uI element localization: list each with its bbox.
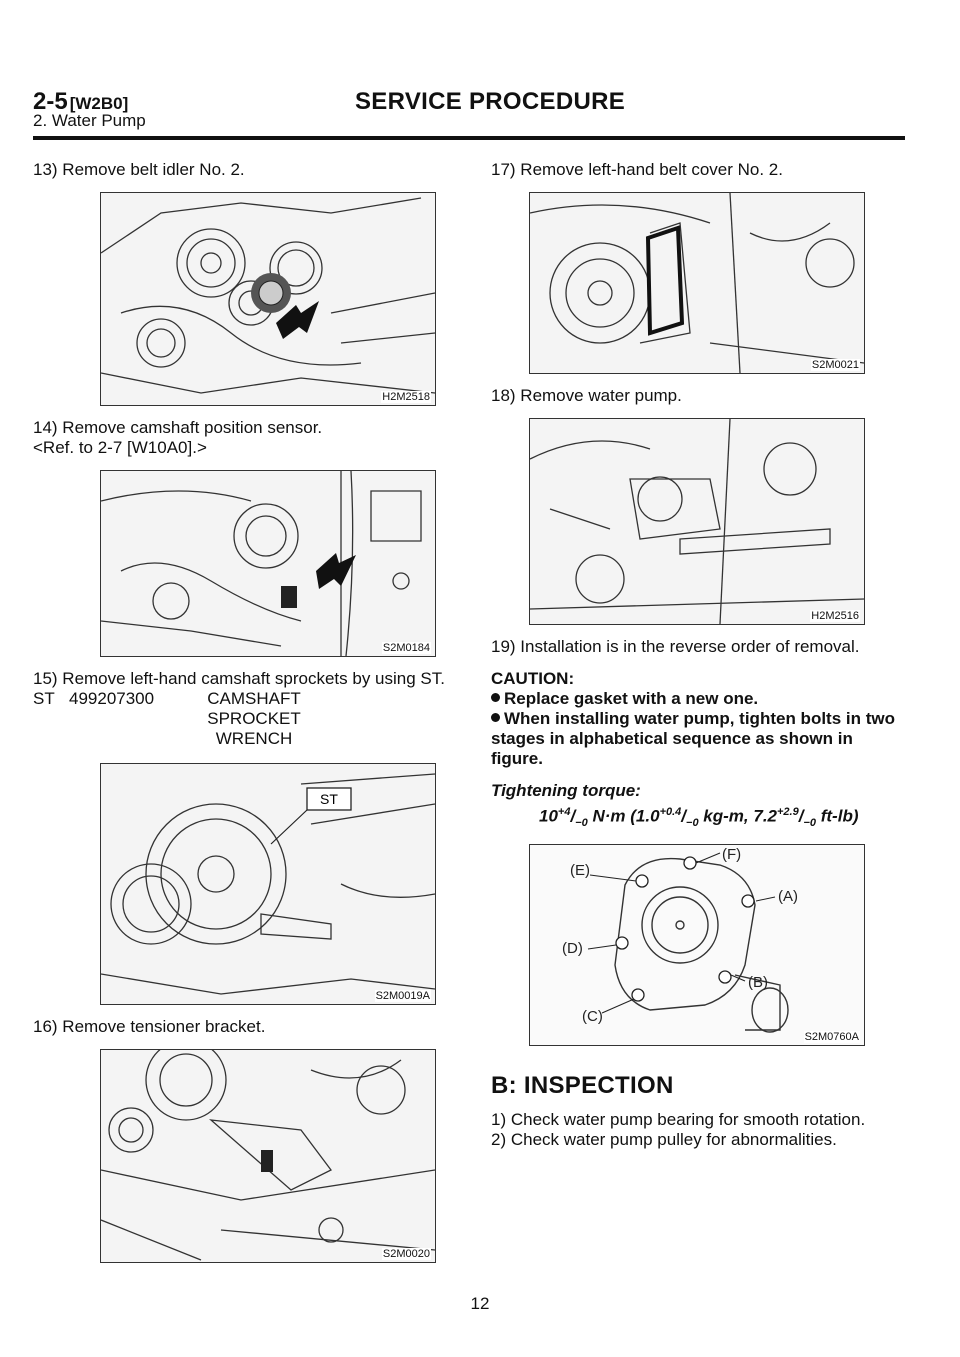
arrow-indicator [316, 553, 356, 589]
page-subtitle: 2. Water Pump [33, 111, 146, 130]
page-header: 2-5[W2B0] SERVICE PROCEDURE 2. Water Pum… [33, 88, 905, 140]
engine-illustration [101, 197, 435, 394]
figure-water-pump: H2M2516 [529, 418, 865, 625]
arrow-indicator [276, 301, 319, 339]
special-tool-row: ST 499207300 CAMSHAFT SPROCKET WRENCH [33, 689, 463, 749]
bolt-label-a: (A) [778, 888, 798, 905]
caution-item-1: Replace gasket with a new one. [491, 689, 907, 709]
st-label: ST [320, 791, 338, 807]
tool-number: 499207300 [69, 689, 155, 708]
engine-illustration: ST [101, 773, 435, 995]
figure-id: H2M2518 [381, 391, 431, 403]
figure-id: S2M0760A [803, 1031, 860, 1044]
engine-illustration [530, 419, 864, 624]
figure-camshaft-sensor: S2M0184 [100, 470, 436, 657]
step-18: 18) Remove water pump. [491, 386, 682, 405]
step-14-ref: <Ref. to 2-7 [W10A0].> [33, 438, 207, 457]
figure-id: S2M0020 [381, 1248, 431, 1260]
step-16: 16) Remove tensioner bracket. [33, 1017, 266, 1036]
page-number: 12 [470, 1294, 490, 1313]
step-14: 14) Remove camshaft position sensor. [33, 418, 323, 437]
bolt-label-b: (B) [748, 974, 768, 991]
figure-id: S2M0021 [810, 359, 860, 371]
engine-illustration [101, 1050, 435, 1261]
step-17: 17) Remove left-hand belt cover No. 2. [491, 160, 783, 179]
bolt-label-e: (E) [570, 862, 590, 879]
engine-illustration [101, 471, 422, 656]
step-13: 13) Remove belt idler No. 2. [33, 160, 245, 179]
figure-id: S2M0184 [381, 642, 431, 654]
torque-heading: Tightening torque: [491, 781, 641, 800]
figure-id: H2M2516 [810, 610, 860, 622]
torque-value: 10+4/−0 N·m (1.0+0.4/−0 kg-m, 7.2+2.9/−0… [539, 806, 859, 830]
bolt-label-f: (F) [722, 846, 741, 863]
left-column: 13) Remove belt idler No. 2. H2M2518 14)… [33, 160, 463, 1275]
bullet-icon [491, 713, 500, 722]
figure-belt-idler: H2M2518 [100, 192, 436, 406]
section-ref: [W2B0] [69, 94, 129, 113]
section-number: 2-5[W2B0] [33, 88, 129, 115]
caution-heading: CAUTION: [491, 669, 575, 688]
bolt-label-c: (C) [582, 1008, 603, 1025]
inspection-item-2: 2) Check water pump pulley for abnormali… [491, 1130, 837, 1150]
bolt-label-d: (D) [562, 940, 583, 957]
tool-name: CAMSHAFT SPROCKET WRENCH [207, 689, 301, 748]
bullet-icon [491, 693, 500, 702]
figure-camshaft-sprocket: ST S2M0019A [100, 763, 436, 1005]
figure-tensioner-bracket: S2M0020 [100, 1049, 436, 1263]
bolt-sequence-diagram: (E) (F) (A) (D) (B) (C) [562, 846, 798, 1033]
engine-illustration [530, 193, 864, 373]
caution-item-2: When installing water pump, tighten bolt… [491, 709, 895, 768]
step-19: 19) Installation is in the reverse order… [491, 637, 860, 656]
header-rule [33, 136, 905, 140]
page-title: SERVICE PROCEDURE [355, 88, 626, 115]
right-column: 17) Remove left-hand belt cover No. 2. S… [491, 160, 907, 1150]
figure-belt-cover: S2M0021 [529, 192, 865, 374]
figure-id: S2M0019A [374, 990, 431, 1002]
step-15: 15) Remove left-hand camshaft sprockets … [33, 669, 445, 688]
inspection-item-1: 1) Check water pump bearing for smooth r… [491, 1110, 866, 1130]
section-heading: B: INSPECTION [491, 1072, 674, 1100]
figure-bolt-sequence: (E) (F) (A) (D) (B) (C) S2M0760A [529, 844, 865, 1047]
